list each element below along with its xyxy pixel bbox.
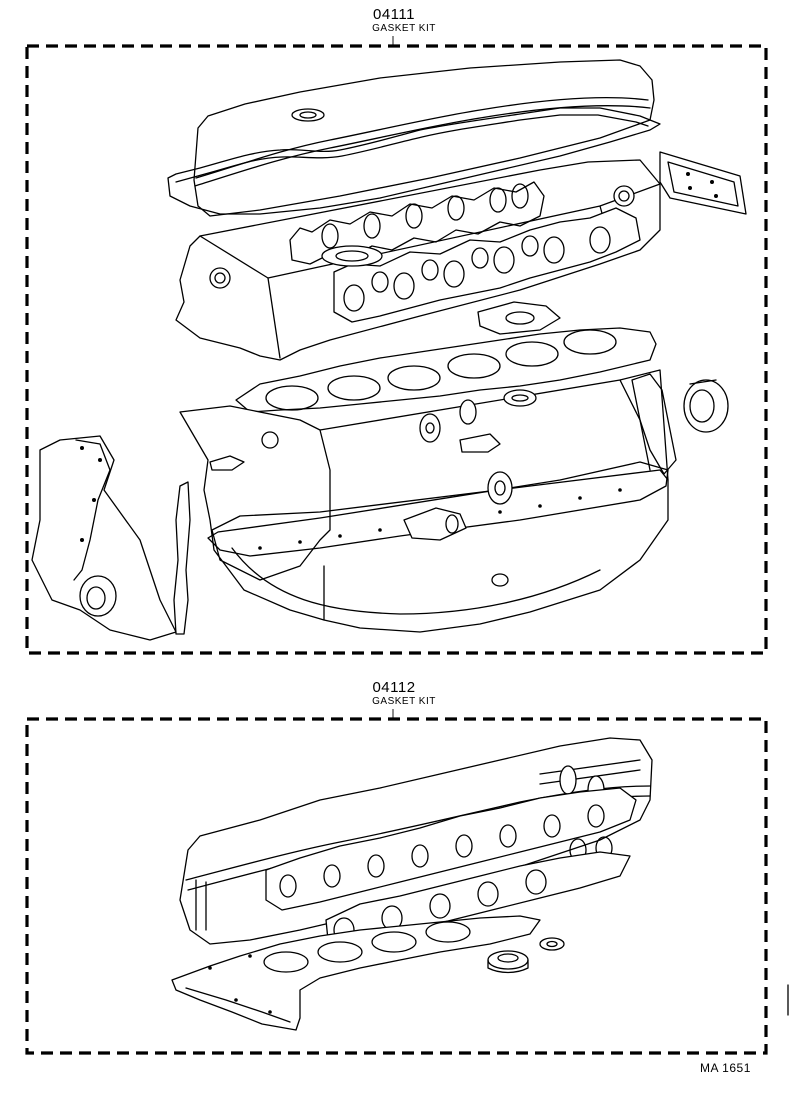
manifold-gasket-illustration <box>321 207 641 323</box>
kit-1-name: GASKET KIT <box>372 23 436 34</box>
drawing-code: MA 1651 <box>700 1061 751 1075</box>
kit-2-oil-seal-illustration <box>487 950 529 974</box>
valve-cover-illustration <box>193 59 655 217</box>
timing-cover-gasket-illustration <box>173 481 191 635</box>
exhaust-flange-gasket-illustration <box>477 301 561 335</box>
kit-2-group <box>25 709 768 1055</box>
head-gasket-illustration <box>235 327 657 413</box>
kit-2-small-gasket-illustration <box>539 937 565 951</box>
oil-filler-seal-icon <box>291 108 325 122</box>
valve-cover-gasket-illustration <box>167 107 661 215</box>
kit-2-head-gasket-illustration <box>171 915 541 1031</box>
rear-oil-seal-illustration <box>683 379 729 433</box>
side-cover-gasket-illustration <box>659 151 747 215</box>
kit-2-manifold-gasket-illustration <box>265 787 637 911</box>
front-oil-seal-illustration <box>79 575 117 617</box>
kit-1-group <box>25 36 768 655</box>
kit-1-part-number: 04111 <box>373 6 415 23</box>
kit-2-part-number: 04112 <box>372 679 416 696</box>
kit-2-dashed-border <box>25 717 768 1055</box>
kit-1-dashed-border <box>25 44 768 655</box>
rear-plate-gasket-illustration <box>631 373 677 475</box>
kit-2-name: GASKET KIT <box>372 696 436 707</box>
